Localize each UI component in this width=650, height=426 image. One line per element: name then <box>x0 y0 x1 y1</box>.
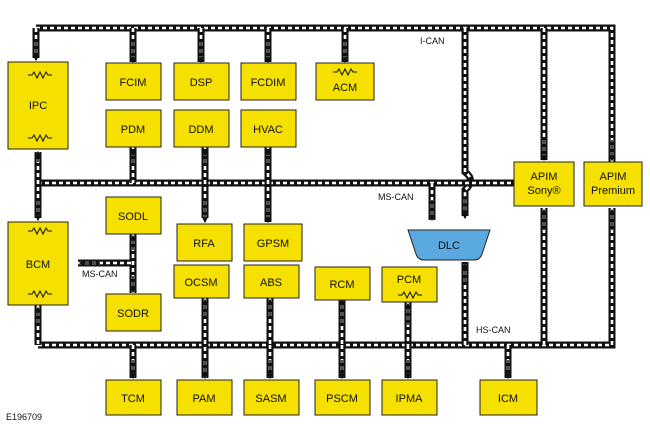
module-label: SODL <box>118 211 148 223</box>
resistor-icon <box>28 133 52 143</box>
module-label-line2: Sony® <box>527 185 560 197</box>
module-dsp: DSP <box>173 62 230 101</box>
module-label: FCIM <box>120 77 147 89</box>
module-acm: ACM <box>315 62 375 101</box>
module-label: HVAC <box>253 124 283 136</box>
module-label: ACM <box>333 82 357 94</box>
module-label: SODR <box>117 308 149 320</box>
module-hvac: HVAC <box>240 109 297 148</box>
resistor-icon <box>333 67 357 77</box>
module-sodl: SODL <box>105 196 162 235</box>
module-label-line1: APIM <box>600 171 627 183</box>
module-sasm: SASM <box>243 379 300 416</box>
figure-id: E196709 <box>6 412 42 422</box>
module-label: ABS <box>260 277 282 289</box>
module-fcdim: FCDIM <box>240 62 297 101</box>
bus-label-hscan: HS-CAN <box>476 325 511 335</box>
bus-label-mscan: MS-CAN <box>378 192 414 202</box>
module-ddm: DDM <box>173 109 230 148</box>
module-label: SASM <box>255 393 286 405</box>
module-label: PAM <box>192 393 215 405</box>
module-label: PDM <box>121 124 145 136</box>
module-label-line2: Premium <box>591 185 635 197</box>
modules: IPC BCM FCIM DSP FCDIM ACM <box>7 61 643 416</box>
module-icm: ICM <box>479 379 538 416</box>
module-ipc: IPC <box>7 61 69 150</box>
module-fcim: FCIM <box>105 62 162 101</box>
module-abs: ABS <box>243 264 300 299</box>
module-label: PSCM <box>326 393 358 405</box>
module-label: TCM <box>121 393 145 405</box>
module-label: DDM <box>188 124 213 136</box>
module-label-line1: APIM <box>531 171 558 183</box>
resistor-icon <box>28 70 52 80</box>
module-apim-sony: APIM Sony® <box>513 161 575 207</box>
module-sodr: SODR <box>105 293 162 332</box>
module-label: IPMA <box>396 393 424 405</box>
module-label: OCSM <box>185 277 218 289</box>
module-pdm: PDM <box>105 109 162 148</box>
module-label: DSP <box>190 77 213 89</box>
resistor-icon <box>28 289 52 299</box>
bus-label-mscan-local: MS-CAN <box>82 269 118 279</box>
module-bcm: BCM <box>7 221 69 306</box>
module-label: DLC <box>438 240 460 252</box>
module-label: FCDIM <box>251 77 286 89</box>
module-label: PCM <box>397 274 421 286</box>
module-label: IPC <box>29 100 47 112</box>
dlc-connector: DLC <box>407 229 491 261</box>
bus-label-ican: I-CAN <box>420 36 445 46</box>
module-gpsm: GPSM <box>243 223 303 262</box>
module-tcm: TCM <box>105 379 162 416</box>
resistor-icon <box>398 290 422 300</box>
resistor-icon <box>28 226 52 236</box>
module-label: BCM <box>26 259 50 271</box>
module-pscm: PSCM <box>314 379 371 416</box>
module-pcm: PCM <box>381 266 438 303</box>
module-apim-premium: APIM Premium <box>583 161 643 207</box>
module-ocsm: OCSM <box>173 264 230 299</box>
module-rcm: RCM <box>314 266 371 301</box>
module-pam: PAM <box>176 379 233 416</box>
module-label: GPSM <box>257 238 289 250</box>
module-label: RFA <box>193 238 215 250</box>
arrowheads <box>33 40 615 380</box>
module-label: RCM <box>329 279 354 291</box>
module-ipma: IPMA <box>381 379 438 416</box>
module-label: ICM <box>498 393 518 405</box>
module-rfa: RFA <box>176 223 233 262</box>
